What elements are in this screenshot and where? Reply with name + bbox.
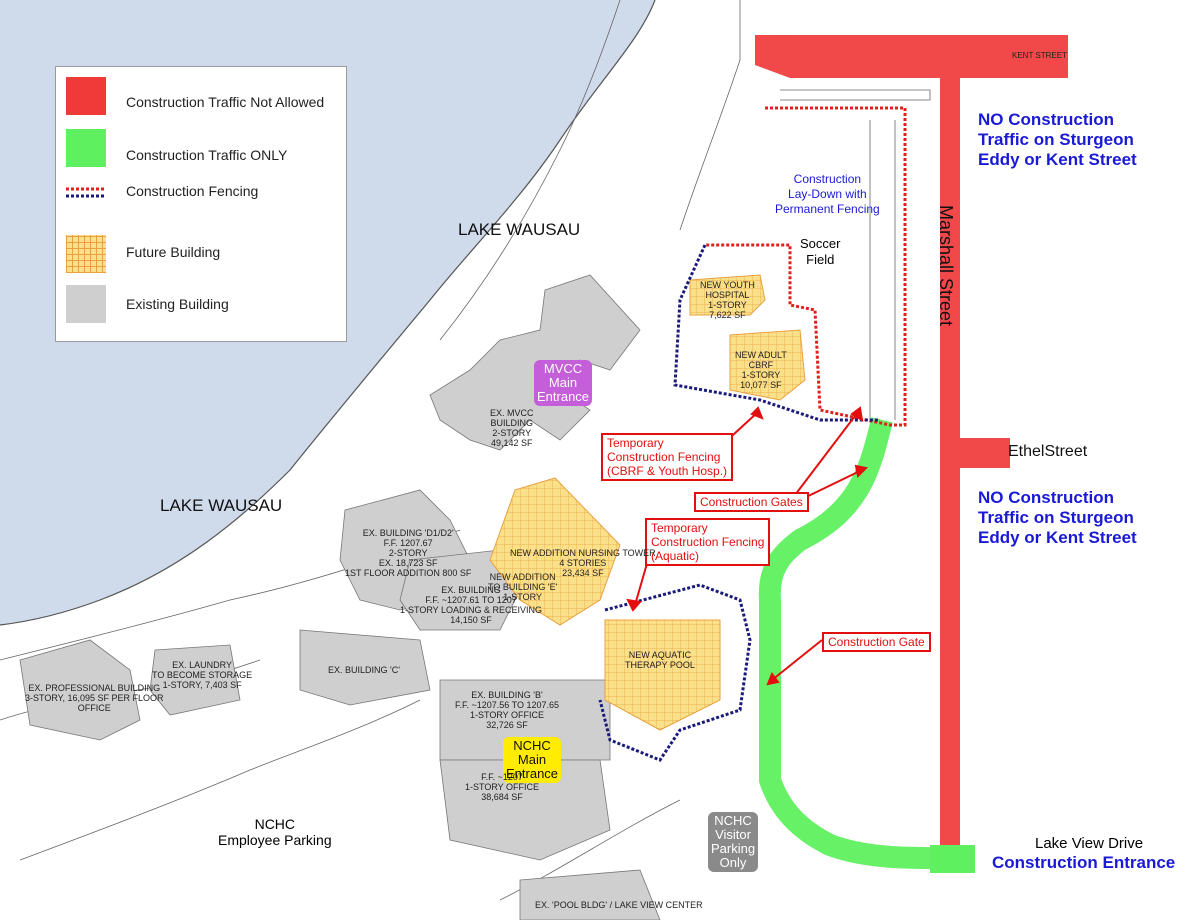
legend-label: Construction Fencing bbox=[126, 183, 259, 199]
building-label-adult-cbrf: NEW ADULT CBRF 1-STORY 10,077 SF bbox=[735, 350, 787, 390]
construction-entrance-pad bbox=[930, 845, 975, 873]
legend-label: Construction Traffic ONLY bbox=[126, 147, 288, 163]
legend-label: Existing Building bbox=[126, 296, 229, 312]
new-therapy-pool bbox=[604, 619, 721, 731]
construction-gates-callout: Construction Gates bbox=[694, 492, 809, 512]
legend-item-existing-building: Existing Building bbox=[66, 285, 336, 325]
ex-building-c bbox=[299, 629, 431, 706]
laydown-label: Construction Lay-Down with Permanent Fen… bbox=[775, 172, 880, 216]
construction-entrance-label: Construction Entrance bbox=[992, 853, 1176, 872]
future-buildings bbox=[489, 274, 806, 731]
legend-swatch-red bbox=[66, 77, 106, 115]
ex-professional-building bbox=[19, 639, 141, 741]
north-restriction-note: NO Construction Traffic on Sturgeon Eddy… bbox=[978, 110, 1137, 169]
legend: Construction Traffic Not Allowed Constru… bbox=[55, 66, 347, 342]
temporary-fencing-aquatic bbox=[598, 583, 752, 762]
legend-item-future-building: Future Building bbox=[66, 235, 336, 275]
legend-item-fencing: Construction Fencing bbox=[66, 183, 336, 225]
marshall-street-label: Marshall Street bbox=[936, 205, 956, 327]
building-label-a: F.F. ~1207 1-STORY OFFICE 38,684 SF bbox=[465, 772, 540, 802]
legend-swatch-green bbox=[66, 129, 106, 167]
ex-pool-building bbox=[519, 869, 661, 920]
new-youth-hospital bbox=[689, 274, 766, 316]
legend-swatch-gray bbox=[66, 285, 106, 323]
legend-item-traffic-only: Construction Traffic ONLY bbox=[66, 129, 336, 169]
temporary-fencing-cbrf bbox=[673, 244, 880, 422]
ex-building-a bbox=[439, 759, 611, 861]
temporary-fencing-aquatic-callout: Temporary Construction Fencing (Aquatic) bbox=[645, 518, 771, 566]
building-label-d1d2: EX. BUILDING 'D1/D2' F.F. 1207.67 2-STOR… bbox=[345, 528, 472, 578]
building-label-therapy-pool: NEW AQUATIC THERAPY POOL bbox=[625, 650, 695, 670]
new-nursing-tower bbox=[489, 477, 621, 626]
building-label-b: EX. BUILDING 'B' F.F. ~1207.56 TO 1207.6… bbox=[455, 690, 559, 730]
construction-traffic-not-allowed-roads bbox=[755, 35, 1068, 845]
soccer-field-label: Soccer Field bbox=[800, 236, 841, 267]
ex-laundry bbox=[149, 644, 241, 716]
building-label-mvcc: EX. MVCC BUILDING 2-STORY 49,142 SF bbox=[490, 408, 534, 448]
legend-label: Future Building bbox=[126, 244, 221, 260]
building-label-laundry: EX. LAUNDRY TO BECOME STORAGE 1-STORY, 7… bbox=[152, 660, 253, 690]
temporary-fencing-cbrf-callout: Temporary Construction Fencing (CBRF & Y… bbox=[601, 433, 734, 481]
legend-swatch-hatched bbox=[66, 235, 106, 273]
building-label-nursing-tower: NEW ADDITION NURSING TOWER 4 STORIES 23,… bbox=[510, 548, 656, 578]
building-label-professional: EX. PROFESSIONAL BUILDING 3-STORY, 16,09… bbox=[25, 683, 164, 713]
nchc-main-entrance-badge: NCHC Main Entrance bbox=[503, 737, 562, 783]
legend-swatch-fencing bbox=[66, 185, 106, 198]
building-label-e: EX. BUILDING F.F. ~1207.61 TO 1207 1-STO… bbox=[400, 585, 543, 625]
building-label-addition-e: NEW ADDITION TO BUILDING 'E' 1-STORY bbox=[488, 572, 558, 602]
lake-view-drive-label: Lake View Drive bbox=[1035, 835, 1144, 852]
shoreline bbox=[0, 0, 656, 626]
ex-building-b bbox=[439, 679, 611, 761]
building-label-pool: EX. 'POOL BLDG' / LAKE VIEW CENTER bbox=[535, 900, 703, 910]
mvcc-main-entrance-badge: MVCC Main Entrance bbox=[534, 360, 593, 406]
laydown-fencing-red bbox=[705, 106, 907, 427]
nchc-employee-parking-label: NCHC Employee Parking bbox=[218, 816, 332, 848]
construction-gate-callout: Construction Gate bbox=[822, 632, 931, 652]
new-adult-cbrf bbox=[729, 329, 806, 401]
construction-traffic-only-route bbox=[758, 417, 956, 870]
nchc-visitor-parking-badge: NCHC Visitor Parking Only bbox=[708, 812, 759, 872]
legend-item-not-allowed: Construction Traffic Not Allowed bbox=[66, 77, 336, 117]
legend-label: Construction Traffic Not Allowed bbox=[126, 94, 325, 110]
building-label-youth-hospital: NEW YOUTH HOSPITAL 1-STORY 7,622 SF bbox=[700, 280, 755, 320]
kent-street-label: KENT STREET bbox=[1012, 51, 1067, 60]
ethel-street-label: EthelStreet bbox=[1008, 443, 1088, 460]
building-label-c: EX. BUILDING 'C' bbox=[328, 665, 400, 675]
lake-label: LAKE WAUSAU bbox=[458, 220, 581, 239]
south-restriction-note: NO Construction Traffic on Sturgeon Eddy… bbox=[978, 488, 1137, 547]
lake-label: LAKE WAUSAU bbox=[160, 496, 283, 515]
